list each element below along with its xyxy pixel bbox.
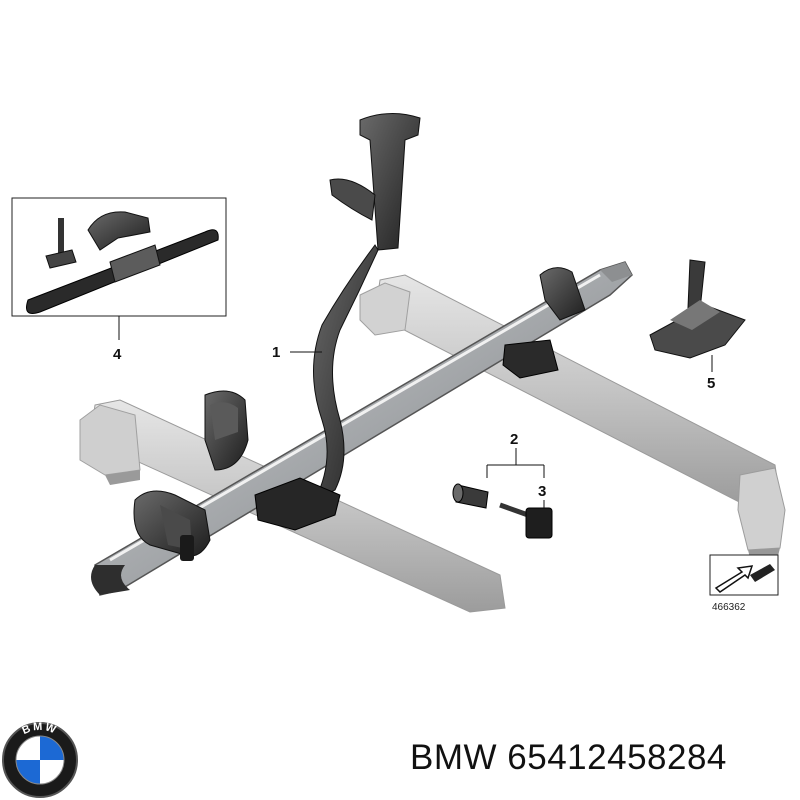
reference-number: 466362 xyxy=(712,602,746,613)
part-caption: BMW 65412458284 xyxy=(410,738,790,778)
callout-3: 3 xyxy=(538,483,546,500)
bmw-logo-icon: BMW xyxy=(2,721,78,798)
part-number: 65412458284 xyxy=(507,738,727,777)
wheel-holder-front xyxy=(133,490,211,561)
callout-5: 5 xyxy=(707,375,715,392)
callout-4: 4 xyxy=(113,346,122,363)
key-3 xyxy=(499,502,553,539)
logo-text: BMW xyxy=(20,721,57,737)
svg-text:BMW: BMW xyxy=(20,721,59,737)
roof-rail-front xyxy=(359,274,786,558)
adapter-part-5 xyxy=(649,259,746,359)
inset-box-4 xyxy=(11,197,227,317)
callout-2: 2 xyxy=(510,431,518,448)
wheel-holder-right xyxy=(502,267,586,379)
wheel-holder-rear xyxy=(204,390,249,471)
reference-box xyxy=(709,554,779,596)
lock-cylinder-2 xyxy=(452,483,489,509)
frame-holder-arm xyxy=(254,113,421,531)
brand-name: BMW xyxy=(410,738,498,777)
callout-1: 1 xyxy=(272,344,280,361)
leader-bracket-2-3 xyxy=(486,448,545,508)
